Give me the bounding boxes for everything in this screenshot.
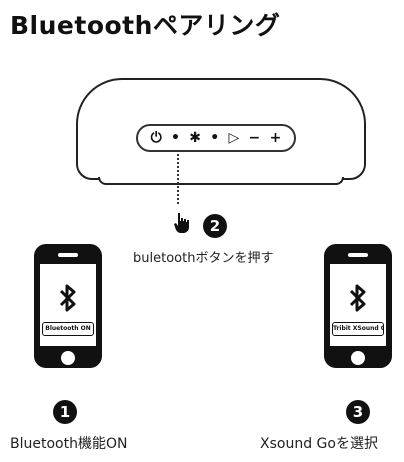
phone-screen: Tribit XSound Go bbox=[330, 264, 386, 346]
speaker-base bbox=[98, 177, 344, 185]
control-strip: ⏻ • ✱ • ▷ − + bbox=[136, 124, 296, 152]
bluetooth-icon bbox=[40, 282, 96, 320]
separator-dot: • bbox=[210, 130, 220, 146]
step-number-1: 1 bbox=[53, 400, 77, 424]
bluetooth-on-label: Bluetooth ON bbox=[42, 322, 94, 336]
play-icon: ▷ bbox=[228, 130, 240, 146]
volume-down-icon: − bbox=[248, 130, 261, 146]
speaker-illustration: ⏻ • ✱ • ▷ − + bbox=[76, 78, 366, 188]
speaker-body: ⏻ • ✱ • ▷ − + bbox=[76, 78, 366, 180]
phone-left: Bluetooth ON bbox=[34, 244, 102, 368]
phone-speaker-slot bbox=[348, 253, 368, 257]
page-title: Bluetoothペアリング bbox=[10, 11, 281, 40]
power-icon: ⏻ bbox=[150, 130, 162, 146]
device-name-label: Tribit XSound Go bbox=[332, 322, 384, 336]
phone-screen: Bluetooth ON bbox=[40, 264, 96, 346]
dotted-pointer-line bbox=[177, 150, 179, 204]
volume-up-icon: + bbox=[269, 130, 282, 146]
pointing-hand-icon bbox=[172, 212, 192, 239]
bluetooth-button-icon: ✱ bbox=[189, 130, 201, 146]
phone-right: Tribit XSound Go bbox=[324, 244, 392, 368]
step-3-caption: Xsound Goを選択 bbox=[260, 436, 378, 452]
phone-speaker-slot bbox=[58, 253, 78, 257]
step-2-label: buletoothボタンを押す bbox=[133, 251, 274, 266]
bluetooth-icon bbox=[330, 282, 386, 320]
step-number-3: 3 bbox=[346, 400, 370, 424]
phone-home-button bbox=[351, 351, 365, 365]
step-1-caption: Bluetooth機能ON bbox=[10, 436, 128, 452]
step-number-2: 2 bbox=[203, 214, 227, 238]
separator-dot: • bbox=[171, 130, 180, 146]
phone-home-button bbox=[61, 351, 75, 365]
